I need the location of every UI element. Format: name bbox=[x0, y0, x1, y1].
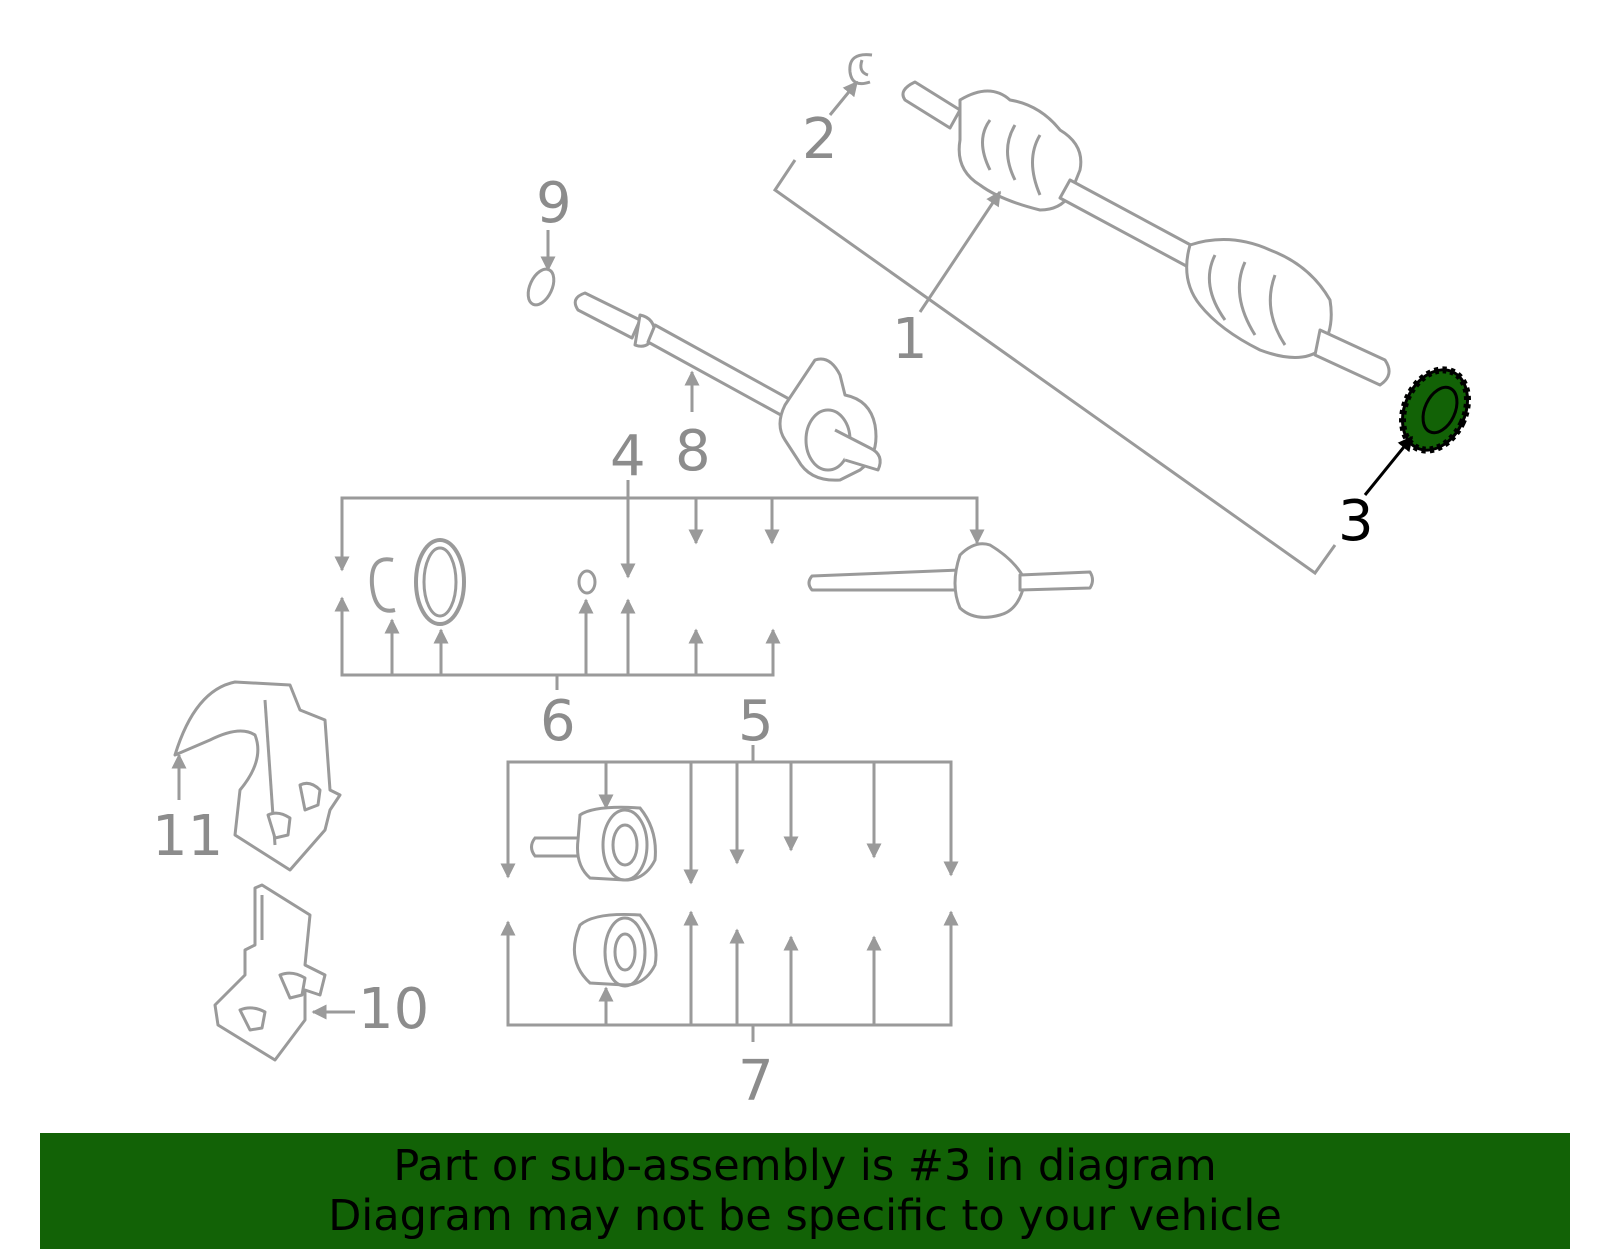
bracket-part-11 bbox=[173, 680, 342, 872]
callout-7[interactable]: 7 bbox=[738, 1049, 774, 1114]
callout-9[interactable]: 9 bbox=[536, 171, 572, 236]
callout-11[interactable]: 11 bbox=[152, 804, 223, 869]
callout-6[interactable]: 6 bbox=[540, 689, 576, 754]
axle-shaft-assembly bbox=[901, 80, 1391, 387]
callout-8[interactable]: 8 bbox=[675, 419, 711, 484]
callout-10[interactable]: 10 bbox=[358, 977, 429, 1042]
seal-ring-inner bbox=[422, 546, 458, 618]
callout-4[interactable]: 4 bbox=[610, 424, 646, 489]
banner-line-1: Part or sub-assembly is #3 in diagram bbox=[393, 1141, 1217, 1191]
callout-1[interactable]: 1 bbox=[892, 307, 928, 372]
banner-line-2: Diagram may not be specific to your vehi… bbox=[328, 1191, 1282, 1241]
small-clip bbox=[577, 569, 597, 595]
callout-5[interactable]: 5 bbox=[738, 689, 774, 754]
inner-joint-shaft bbox=[807, 542, 1094, 619]
info-banner: Part or sub-assembly is #3 in diagram Di… bbox=[40, 1133, 1570, 1249]
callout-3[interactable]: 3 bbox=[1338, 489, 1374, 554]
mount-bushing-upper bbox=[530, 805, 657, 882]
o-ring-part-9 bbox=[526, 267, 556, 307]
clip-part-2 bbox=[848, 53, 873, 86]
bracket-part-10 bbox=[213, 883, 327, 1062]
intermediate-shaft bbox=[573, 291, 882, 482]
snap-ring bbox=[369, 557, 396, 613]
leader-lines bbox=[171, 80, 1337, 1042]
seal-ring bbox=[414, 538, 466, 626]
highlighted-part-3-ring bbox=[1399, 366, 1471, 454]
callout-2[interactable]: 2 bbox=[802, 107, 838, 172]
leader-line-part-3 bbox=[1363, 435, 1414, 496]
mount-bushing-lower bbox=[572, 913, 658, 988]
